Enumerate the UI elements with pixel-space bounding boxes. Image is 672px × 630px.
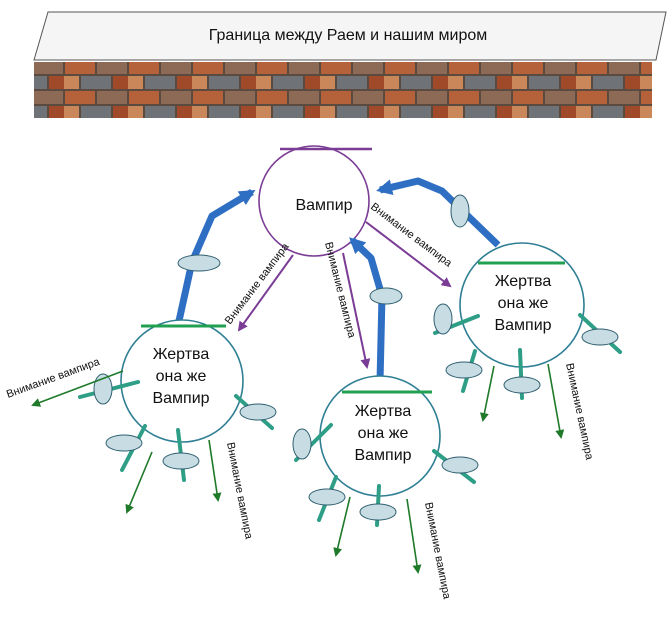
green-arrow	[406, 498, 422, 574]
victim-left-node: Жертва она же Вампир	[120, 319, 244, 443]
green-arrow	[547, 363, 565, 439]
brick-wall	[34, 62, 652, 118]
stub-ovals	[93, 303, 619, 521]
green-arrow	[479, 365, 495, 422]
victim-mid-line3: Вампир	[354, 447, 411, 464]
victim-left-line1: Жертва	[153, 346, 210, 363]
valve-oval	[369, 287, 403, 305]
valve-oval	[441, 456, 479, 474]
valve-oval	[503, 376, 541, 394]
victim-mid-line2: она же	[358, 425, 409, 442]
energy-arrow-mid	[349, 237, 386, 383]
attention-arrow-right	[365, 221, 452, 288]
victim-left-line3: Вампир	[152, 390, 209, 407]
attention-label-left: Внимание вампира	[223, 240, 292, 326]
attention-label-right-down: Внимание вампира	[563, 362, 595, 462]
energy-arrow-left	[173, 188, 256, 331]
green-arrow	[31, 370, 124, 407]
valve-oval	[308, 488, 346, 506]
vampire-node: Вампир	[258, 145, 372, 257]
attention-arrow-mid	[342, 252, 371, 369]
purple-arrows	[237, 221, 452, 369]
attention-label-left-down: Внимание вампира	[224, 441, 255, 541]
victim-left-circle	[120, 319, 244, 443]
valve-oval	[581, 328, 619, 346]
valve-oval	[450, 194, 470, 228]
valve-oval	[292, 428, 312, 460]
valve-oval	[445, 361, 483, 379]
green-arrow	[208, 439, 222, 502]
valve-oval	[105, 434, 143, 452]
attention-arrow-left	[237, 254, 294, 332]
valve-oval	[433, 303, 453, 335]
banner: Граница между Раем и нашим миром	[33, 11, 667, 61]
valve-oval	[162, 452, 200, 470]
energy-arrow-right	[376, 177, 501, 248]
victim-mid-node: Жертва она же Вампир	[319, 375, 441, 497]
valve-oval	[177, 254, 221, 272]
vampire-label: Вампир	[295, 197, 352, 214]
blue-arrows	[173, 177, 501, 383]
green-arrow	[333, 496, 351, 557]
victim-mid-line1: Жертва	[355, 403, 412, 420]
valve-oval	[239, 403, 277, 421]
victim-right-line1: Жертва	[495, 273, 552, 290]
banner-box	[33, 11, 667, 61]
green-arrows	[31, 363, 565, 574]
banner-title: Граница между Раем и нашим миром	[209, 27, 488, 44]
victim-right-line3: Вампир	[494, 317, 551, 334]
victim-right-line2: она же	[498, 295, 549, 312]
victim-right-node: Жертва она же Вампир	[459, 242, 585, 368]
vampire-circle	[258, 145, 370, 257]
valve-oval	[359, 503, 397, 521]
valve-oval	[93, 373, 113, 405]
attention-label-mid-down: Внимание вампира	[422, 501, 453, 601]
attention-label-right: Внимание вампира	[368, 201, 454, 270]
victim-left-line2: она же	[156, 368, 207, 385]
green-arrow	[125, 451, 153, 514]
attention-label-mid: Внимание вампира	[322, 241, 358, 340]
